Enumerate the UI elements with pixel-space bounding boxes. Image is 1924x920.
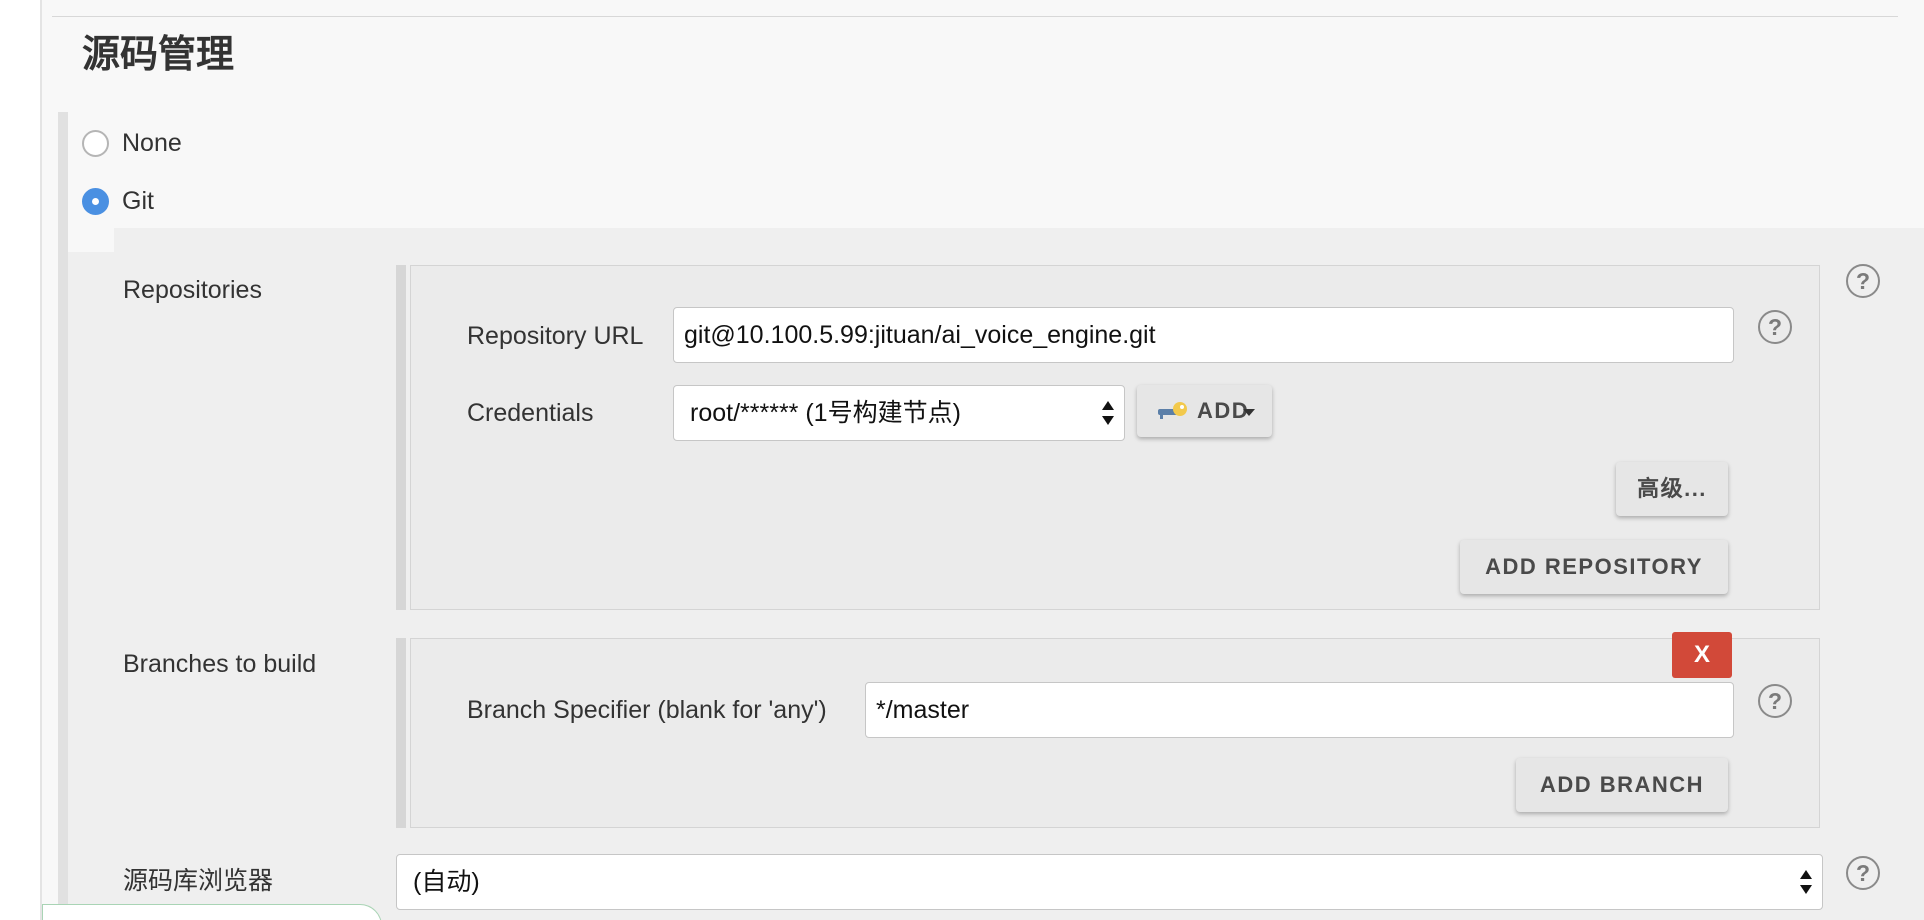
add-credentials-label: ADD <box>1197 398 1250 423</box>
branches-group-bar <box>396 638 406 828</box>
advanced-button[interactable]: 高级... <box>1616 462 1728 516</box>
delete-branch-button[interactable]: X <box>1672 632 1732 678</box>
add-branch-button[interactable]: ADD BRANCH <box>1516 758 1728 812</box>
section-divider <box>52 16 1898 17</box>
branches-label: Branches to build <box>123 650 317 678</box>
dropdown-caret-icon <box>1243 409 1255 416</box>
scm-git-label[interactable]: Git <box>122 187 154 215</box>
repo-browser-select-value: (自动) <box>413 868 480 896</box>
repository-url-label: Repository URL <box>467 322 644 350</box>
key-icon <box>1158 402 1187 419</box>
branch-specifier-label: Branch Specifier (blank for 'any') <box>467 696 827 724</box>
credentials-label: Credentials <box>467 399 594 427</box>
git-section-notch <box>68 228 114 252</box>
radio-group-bar <box>58 112 68 920</box>
repository-url-help-icon[interactable]: ? <box>1758 310 1792 344</box>
repositories-group-bar <box>396 265 406 610</box>
section-title: 源码管理 <box>82 34 235 76</box>
select-arrows-icon <box>1800 869 1812 895</box>
outer-border <box>40 0 42 920</box>
add-credentials-button[interactable]: ADD <box>1137 385 1272 437</box>
credentials-select-value: root/****** (1号构建节点) <box>690 399 961 427</box>
select-arrows-icon <box>1102 400 1114 426</box>
repo-browser-label: 源码库浏览器 <box>123 867 274 895</box>
add-repository-button[interactable]: ADD REPOSITORY <box>1460 540 1728 594</box>
branch-specifier-help-icon[interactable]: ? <box>1758 684 1792 718</box>
scm-none-label[interactable]: None <box>122 129 182 157</box>
scm-none-radio[interactable] <box>82 130 109 157</box>
branch-specifier-input[interactable]: */master <box>865 682 1734 738</box>
bottom-floating-tab <box>42 904 382 920</box>
repositories-label: Repositories <box>123 276 262 304</box>
repository-url-input[interactable]: git@10.100.5.99:jituan/ai_voice_engine.g… <box>673 307 1734 363</box>
credentials-select[interactable]: root/****** (1号构建节点) <box>673 385 1125 441</box>
repo-browser-select[interactable]: (自动) <box>396 854 1823 910</box>
repo-browser-help-icon[interactable]: ? <box>1846 856 1880 890</box>
scm-git-radio[interactable] <box>82 188 109 215</box>
repositories-help-icon[interactable]: ? <box>1846 264 1880 298</box>
